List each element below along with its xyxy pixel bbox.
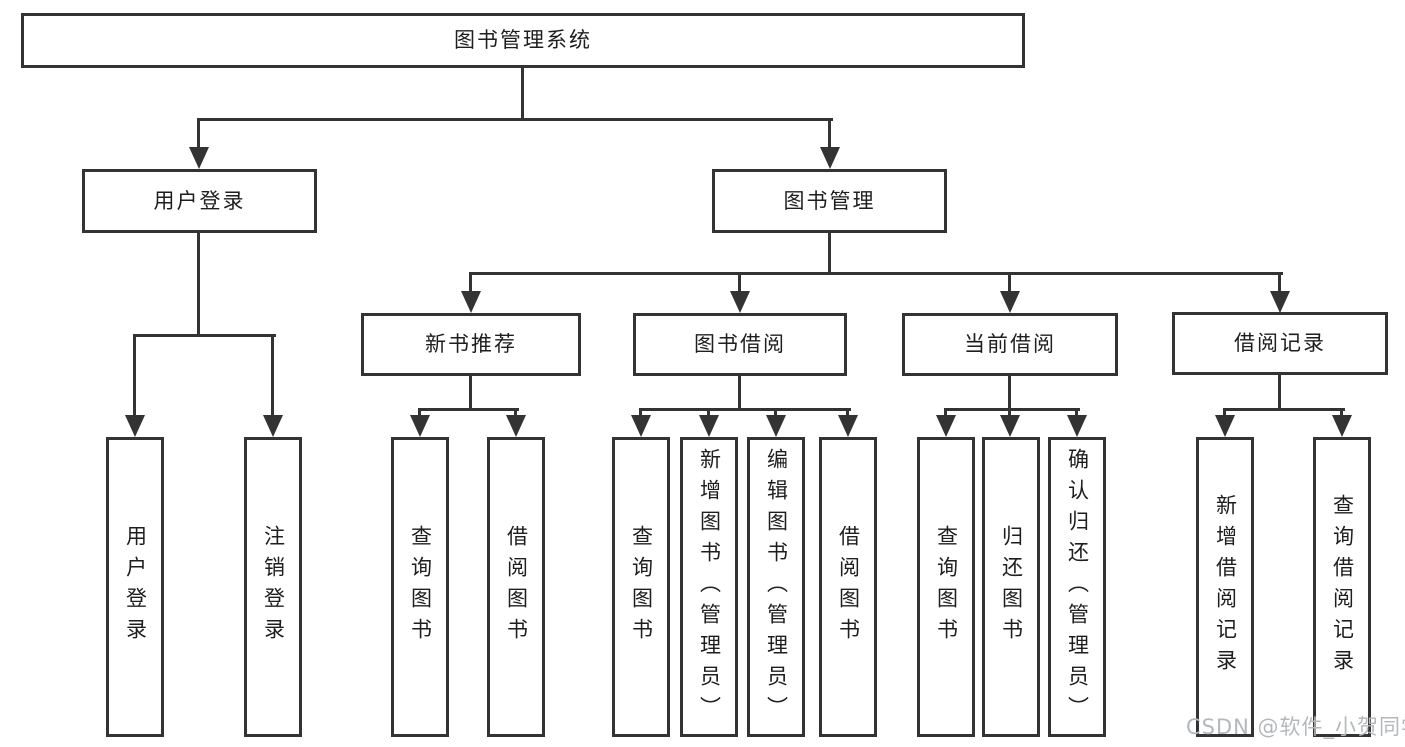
connector-line bbox=[639, 408, 642, 417]
connector-line bbox=[846, 408, 849, 417]
arrowhead-down-icon bbox=[730, 291, 750, 313]
connector-line bbox=[1340, 408, 1343, 417]
node-new-book-recommend: 新书推荐 bbox=[361, 313, 581, 376]
arrowhead-down-icon bbox=[1215, 415, 1235, 437]
node-book-borrow: 图书借阅 bbox=[633, 313, 847, 376]
leaf-add-books-admin: 新增图书（管理员） bbox=[680, 437, 738, 737]
connector-line bbox=[1008, 272, 1011, 293]
node-borrow-record: 借阅记录 bbox=[1172, 312, 1388, 375]
connector-line bbox=[707, 408, 710, 417]
connector-line bbox=[469, 272, 472, 293]
arrowhead-down-icon bbox=[1000, 415, 1020, 437]
node-user-login: 用户登录 bbox=[82, 169, 317, 233]
connector-line bbox=[418, 408, 519, 411]
connector-line bbox=[197, 118, 833, 121]
connector-line bbox=[1223, 408, 1345, 411]
connector-line bbox=[944, 408, 947, 417]
csdn-watermark: CSDN @软件_小贺同学 bbox=[1186, 715, 1405, 739]
arrowhead-down-icon bbox=[263, 415, 283, 437]
connector-line bbox=[1278, 272, 1281, 293]
leaf-query-books: 查询图书 bbox=[612, 437, 670, 737]
connector-line bbox=[469, 376, 472, 411]
leaf-query-books: 查询图书 bbox=[391, 437, 449, 737]
connector-line bbox=[828, 118, 831, 151]
arrowhead-down-icon bbox=[1000, 291, 1020, 313]
arrowhead-down-icon bbox=[189, 147, 209, 169]
connector-line bbox=[521, 68, 524, 120]
leaf-user-login: 用户登录 bbox=[106, 437, 164, 737]
arrowhead-down-icon bbox=[1270, 291, 1290, 313]
leaf-confirm-return-admin: 确认归还（管理员） bbox=[1048, 437, 1106, 737]
arrowhead-down-icon bbox=[699, 415, 719, 437]
connector-line bbox=[133, 334, 136, 417]
arrowhead-down-icon bbox=[125, 415, 145, 437]
connector-line bbox=[1278, 375, 1281, 411]
leaf-query-books: 查询图书 bbox=[917, 437, 975, 737]
connector-line bbox=[639, 408, 851, 411]
leaf-logout: 注销登录 bbox=[244, 437, 302, 737]
node-book-management: 图书管理 bbox=[712, 169, 947, 233]
connector-line bbox=[1075, 408, 1078, 417]
leaf-return-books: 归还图书 bbox=[982, 437, 1040, 737]
arrowhead-down-icon bbox=[1332, 415, 1352, 437]
arrowhead-down-icon bbox=[506, 415, 526, 437]
arrowhead-down-icon bbox=[410, 415, 430, 437]
arrowhead-down-icon bbox=[1067, 415, 1087, 437]
connector-line bbox=[738, 376, 741, 411]
arrowhead-down-icon bbox=[936, 415, 956, 437]
leaf-query-borrow-record: 查询借阅记录 bbox=[1313, 437, 1371, 737]
leaf-add-borrow-record: 新增借阅记录 bbox=[1196, 437, 1254, 737]
connector-line bbox=[1008, 408, 1011, 417]
connector-line bbox=[1008, 376, 1011, 411]
connector-line bbox=[944, 408, 1080, 411]
connector-line bbox=[774, 408, 777, 417]
node-current-borrow: 当前借阅 bbox=[902, 313, 1118, 376]
connector-line bbox=[514, 408, 517, 417]
connector-line bbox=[133, 334, 276, 337]
arrowhead-down-icon bbox=[461, 291, 481, 313]
connector-line bbox=[271, 334, 274, 417]
leaf-borrow-books: 借阅图书 bbox=[487, 437, 545, 737]
connector-line bbox=[828, 233, 831, 275]
arrowhead-down-icon bbox=[820, 147, 840, 169]
connector-line bbox=[197, 233, 200, 337]
node-root: 图书管理系统 bbox=[21, 13, 1025, 68]
connector-line bbox=[1223, 408, 1226, 417]
connector-line bbox=[738, 272, 741, 293]
arrowhead-down-icon bbox=[766, 415, 786, 437]
leaf-borrow-books: 借阅图书 bbox=[819, 437, 877, 737]
arrowhead-down-icon bbox=[631, 415, 651, 437]
leaf-edit-books-admin: 编辑图书（管理员） bbox=[747, 437, 805, 737]
connector-line bbox=[197, 118, 200, 151]
connector-line bbox=[418, 408, 421, 417]
arrowhead-down-icon bbox=[838, 415, 858, 437]
connector-line bbox=[469, 272, 1283, 275]
